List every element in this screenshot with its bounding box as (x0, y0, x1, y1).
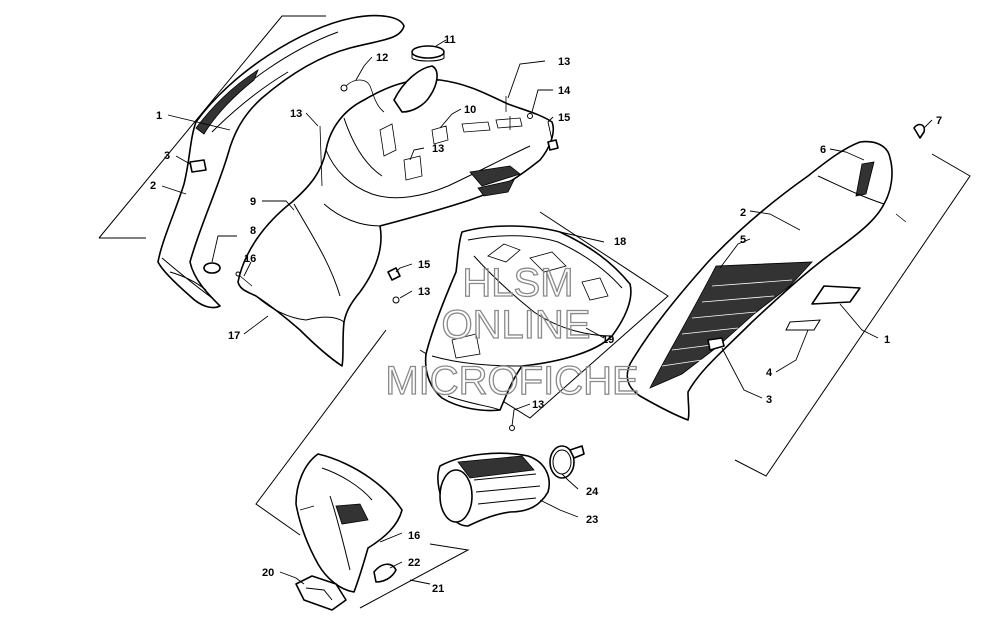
callout-24: 24 (586, 486, 599, 498)
callout-13-nose-center: 13 (432, 143, 444, 155)
callout-18: 18 (614, 236, 626, 248)
callout-2-left: 2 (150, 180, 156, 192)
watermark-line-1: HLSM (462, 261, 573, 305)
callout-11: 11 (444, 34, 456, 46)
callout-8: 8 (250, 225, 256, 237)
callout-22: 22 (408, 557, 420, 569)
callout-17: 17 (228, 330, 240, 342)
frame-lower-nose (255, 329, 387, 536)
callout-10: 10 (464, 104, 476, 116)
left-oval-insert (203, 262, 221, 274)
hose-clamp-band (549, 445, 575, 479)
callout-16-nose: 16 (244, 253, 256, 265)
left-reflector (189, 159, 207, 173)
latch (373, 563, 397, 583)
watermark-line-3: MICROFICHE (385, 359, 638, 403)
skid-plate (295, 575, 347, 611)
callout-13-nose-right: 13 (558, 56, 570, 68)
callout-5: 5 (740, 234, 746, 246)
right-reflector (707, 337, 725, 351)
callout-9: 9 (250, 196, 256, 208)
gauge-pod (393, 65, 438, 113)
nose-screw (319, 125, 323, 187)
skid-plate-shape (295, 575, 347, 611)
callout-13-nose-left: 13 (290, 108, 302, 120)
callout-1-left: 1 (156, 110, 162, 122)
watermark-line-2: ONLINE (442, 303, 591, 347)
callout-3-right: 3 (766, 394, 772, 406)
right-side-insert (811, 285, 861, 305)
frame-skid-plate (359, 543, 470, 609)
latch-shape (373, 563, 397, 583)
frame-left-side-panel (98, 15, 326, 239)
callout-2-right: 2 (740, 207, 746, 219)
frame-right-side-panel (734, 153, 971, 477)
callout-6: 6 (820, 144, 826, 156)
callout-23: 23 (586, 514, 598, 526)
callout-19: 19 (602, 334, 614, 346)
callout-20: 20 (262, 567, 274, 579)
watermark: HLSM ONLINE MICROFICHE (385, 260, 640, 403)
callout-13-air-box: 13 (532, 399, 544, 411)
nose-cowl (237, 45, 555, 367)
lower-nose (295, 453, 403, 593)
callout-16-lower: 16 (408, 530, 420, 542)
callout-15-nose: 15 (558, 112, 570, 124)
intake-duct (437, 452, 550, 527)
grommet (411, 45, 445, 59)
right-side-panel (626, 140, 907, 421)
callouts: 1 1 2 2 3 3 4 5 6 7 8 9 10 11 12 13 13 1… (150, 34, 942, 595)
callout-1-right: 1 (884, 334, 890, 346)
left-side-panel (157, 14, 405, 309)
nose-cowl-shape (237, 78, 555, 367)
wire-harness (345, 79, 385, 113)
callout-3-left: 3 (164, 150, 170, 162)
push-rivet (913, 123, 926, 139)
callout-13-clip: 13 (418, 286, 430, 298)
left-side-panel-shape (157, 14, 405, 309)
callout-12: 12 (376, 52, 388, 64)
hardware (235, 96, 926, 304)
callout-21: 21 (432, 583, 444, 595)
right-decal-stripes (649, 261, 813, 389)
leader-lines (161, 39, 933, 585)
callout-4: 4 (766, 367, 773, 379)
callout-14: 14 (558, 85, 571, 97)
hose-clamp (549, 445, 585, 479)
callout-15-clip: 15 (418, 259, 430, 271)
air-box (424, 225, 632, 431)
callout-7: 7 (936, 115, 942, 127)
